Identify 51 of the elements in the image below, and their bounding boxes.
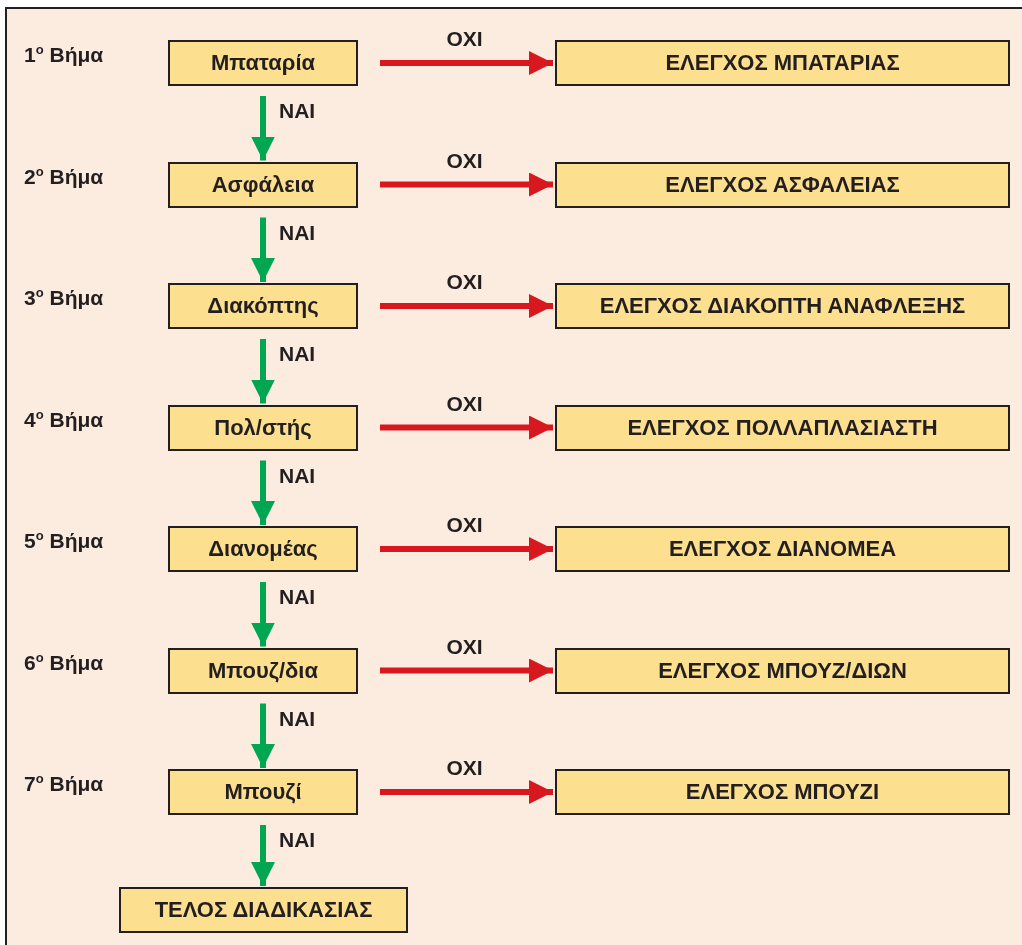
arrow	[380, 658, 553, 683]
check-box	[555, 283, 1010, 329]
box-label: ΕΛΕΓΧΟΣ ΜΠΟΥΖΙ	[685, 779, 880, 805]
step-label: 5$^{ο}$ Βήμα	[24, 528, 104, 553]
box-label: ΕΛΕΓΧΟΣ ΜΠΑΤΑΡΙΑΣ	[665, 50, 900, 76]
check-box	[555, 526, 1010, 572]
process-box	[168, 647, 358, 694]
check-box	[555, 769, 1010, 815]
arrow	[380, 537, 553, 561]
box-label: ΕΛΕΓΧΟΣ ΔΙΑΚΟΠΤΗ ΑΝΑΦΛΕΞΗΣ	[599, 293, 966, 319]
arrow	[380, 294, 553, 318]
arrow	[251, 460, 275, 525]
step-label: 2$^{ο}$ Βήμα	[24, 163, 104, 189]
box-label: Μπαταρία	[210, 50, 316, 76]
box-label: Διακόπτης	[207, 293, 319, 319]
step-label: 3$^{ο}$ Βήμα	[24, 285, 104, 310]
box-label: Διανομέας	[208, 536, 318, 562]
box-label: ΤΕΛΟΣ ΔΙΑΔΙΚΑΣΙΑΣ	[154, 897, 373, 923]
process-box	[168, 283, 358, 329]
arrow	[380, 415, 553, 440]
end-box	[119, 887, 408, 933]
check-box	[555, 161, 1010, 208]
step-label: 6$^{ο}$ Βήμα	[24, 649, 104, 675]
process-box	[168, 526, 358, 572]
arrow	[380, 172, 553, 197]
check-box	[555, 647, 1010, 694]
box-label: ΕΛΕΓΧΟΣ ΜΠΟΥΖ/ΔΙΩΝ	[658, 657, 907, 684]
step-label: 1$^{ο}$ Βήμα	[24, 42, 104, 67]
process-box	[168, 769, 358, 815]
process-box	[168, 404, 358, 451]
box-label: Πολ/στής	[214, 414, 312, 441]
box-label: ΕΛΕΓΧΟΣ ΔΙΑΝΟΜΕΑ	[668, 536, 897, 562]
arrow	[251, 339, 275, 404]
box-label: Μπουζί	[224, 779, 302, 805]
box-label: Ασφάλεια	[211, 171, 315, 198]
step-label: 7$^{ο}$ Βήμα	[24, 771, 104, 796]
arrow	[380, 780, 553, 804]
box-label: ΕΛΕΓΧΟΣ ΠΟΛΛΑΠΛΑΣΙΑΣΤΗ	[627, 414, 938, 441]
arrow	[251, 217, 275, 282]
arrow	[251, 96, 275, 161]
arrow	[251, 703, 275, 768]
arrow	[251, 582, 275, 647]
step-label: 4$^{ο}$ Βήμα	[24, 406, 104, 432]
arrow	[251, 825, 275, 886]
arrow	[380, 51, 553, 75]
process-box	[168, 161, 358, 208]
box-label: Μπουζ/δια	[208, 657, 318, 684]
box-label: ΕΛΕΓΧΟΣ ΑΣΦΑΛΕΙΑΣ	[665, 171, 900, 198]
check-box	[555, 40, 1010, 86]
process-box	[168, 40, 358, 86]
check-box	[555, 404, 1010, 451]
